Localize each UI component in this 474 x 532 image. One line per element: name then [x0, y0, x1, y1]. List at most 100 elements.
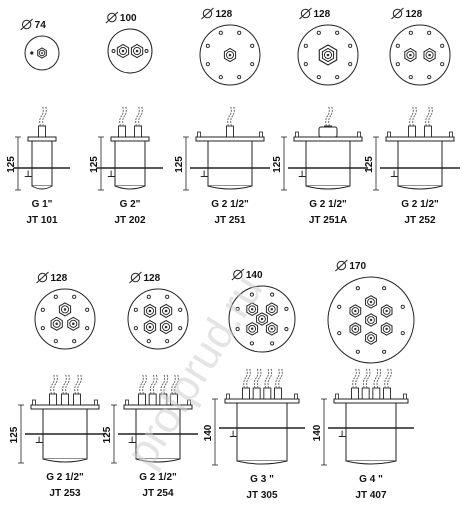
gland-side	[263, 387, 272, 400]
side-view: ⊥ 125	[9, 373, 105, 464]
earth-symbol-icon: ⊥	[35, 435, 43, 445]
bolt-hole	[72, 339, 77, 344]
diameter-symbol-icon	[392, 8, 403, 19]
diameter-value: 128	[216, 9, 233, 20]
thread-size-label: G 2 1/2"	[211, 199, 249, 210]
adapter-body	[345, 402, 397, 462]
body-bottom	[135, 458, 181, 463]
diameter-value: 128	[144, 273, 161, 284]
diameter-label: 100	[105, 11, 137, 24]
bolt-hole	[205, 62, 210, 67]
cable-icon	[149, 373, 155, 395]
bolt-hole	[72, 294, 77, 299]
bolt-hole	[218, 75, 223, 80]
cable-icon	[139, 373, 144, 395]
side-view: ⊥125	[6, 105, 70, 191]
side-view: ⊥140	[203, 367, 305, 466]
model-label: JT 101	[26, 215, 58, 226]
cable-icon	[253, 367, 259, 389]
thread-size-label: G 3 "	[250, 474, 274, 485]
bolt-hole	[133, 307, 138, 312]
cable-core	[148, 325, 152, 329]
flange-bolt	[32, 399, 36, 406]
adapter-body	[236, 402, 288, 462]
model-label: JT 252	[404, 215, 436, 226]
cable-core	[270, 327, 274, 331]
body-bottom	[345, 460, 397, 465]
bolt-hole	[205, 43, 210, 48]
earth-symbol-icon: ⊥	[200, 169, 208, 179]
earth-symbol-icon: ⊥	[24, 169, 32, 179]
bolt-hole	[284, 327, 289, 332]
bolt-hole	[270, 292, 275, 297]
gland-side	[148, 393, 157, 406]
bolt-hole	[146, 294, 151, 299]
cable-core	[135, 49, 139, 53]
gland-side	[134, 125, 142, 138]
cable-core	[369, 318, 373, 322]
adapter-body	[31, 140, 53, 187]
bolt-hole	[427, 75, 432, 80]
side-view: ⊥125	[89, 105, 163, 191]
cable-core	[385, 327, 388, 331]
cable-core	[270, 307, 274, 311]
flange-outline	[34, 288, 96, 350]
bolt-hole	[165, 339, 170, 344]
cable-core	[369, 300, 373, 304]
bolt-hole	[303, 62, 308, 67]
diameter-value: 128	[406, 9, 423, 20]
gland-side	[274, 387, 282, 400]
bolt-hole	[237, 75, 242, 80]
bolt-hole	[30, 51, 34, 55]
thread-size-label: G 2 1/2"	[309, 199, 347, 210]
cable-core	[250, 327, 254, 331]
gland-side	[38, 125, 46, 138]
bolt-hole	[235, 327, 240, 332]
diameter-value: 128	[314, 9, 331, 20]
thread-size-label: G 2"	[120, 199, 141, 210]
bolt-hole	[284, 306, 289, 311]
side-view: ⊥125	[174, 105, 270, 191]
diameter-label: 170	[335, 259, 366, 272]
earth-symbol-icon: ⊥	[390, 169, 398, 179]
flange-bolt	[294, 393, 298, 400]
flange-bolt	[357, 131, 361, 138]
cable-icon	[171, 373, 176, 395]
cable-icon	[373, 367, 379, 389]
gland-side	[361, 387, 370, 400]
bolt-hole	[395, 43, 400, 48]
gland-side	[424, 125, 432, 138]
diameter-symbol-icon	[233, 269, 243, 280]
thread-size-label: G 4 "	[359, 474, 383, 485]
gland-side	[252, 387, 261, 400]
bolt-hole	[382, 349, 387, 354]
diameter-symbol-icon	[130, 272, 141, 283]
flange-bolt	[94, 399, 98, 406]
cable-icon	[160, 373, 166, 395]
body-bottom	[42, 458, 88, 463]
cable-core	[164, 309, 168, 313]
flange-bolt	[226, 393, 230, 400]
diameter-symbol-icon	[202, 8, 213, 19]
height-value: 140	[312, 424, 323, 441]
diameter-label: 128	[36, 271, 68, 284]
cable-icon	[74, 373, 79, 395]
thread-size-label: G 2 1/2"	[401, 199, 439, 210]
cable-core	[63, 308, 67, 311]
top-view	[327, 276, 415, 364]
flange-bolt	[197, 131, 201, 138]
model-label: JT 407	[355, 490, 387, 501]
cable-icon	[352, 367, 357, 389]
flange-outline	[389, 24, 451, 86]
diameter-value: 140	[246, 270, 263, 281]
height-value: 125	[9, 426, 20, 443]
earth-symbol-icon: ⊥	[107, 169, 115, 179]
gland-side	[372, 387, 381, 400]
cable-icon	[325, 105, 330, 127]
flange-plate	[293, 136, 363, 142]
bolt-hole	[316, 30, 321, 35]
bolt-hole	[270, 341, 275, 346]
